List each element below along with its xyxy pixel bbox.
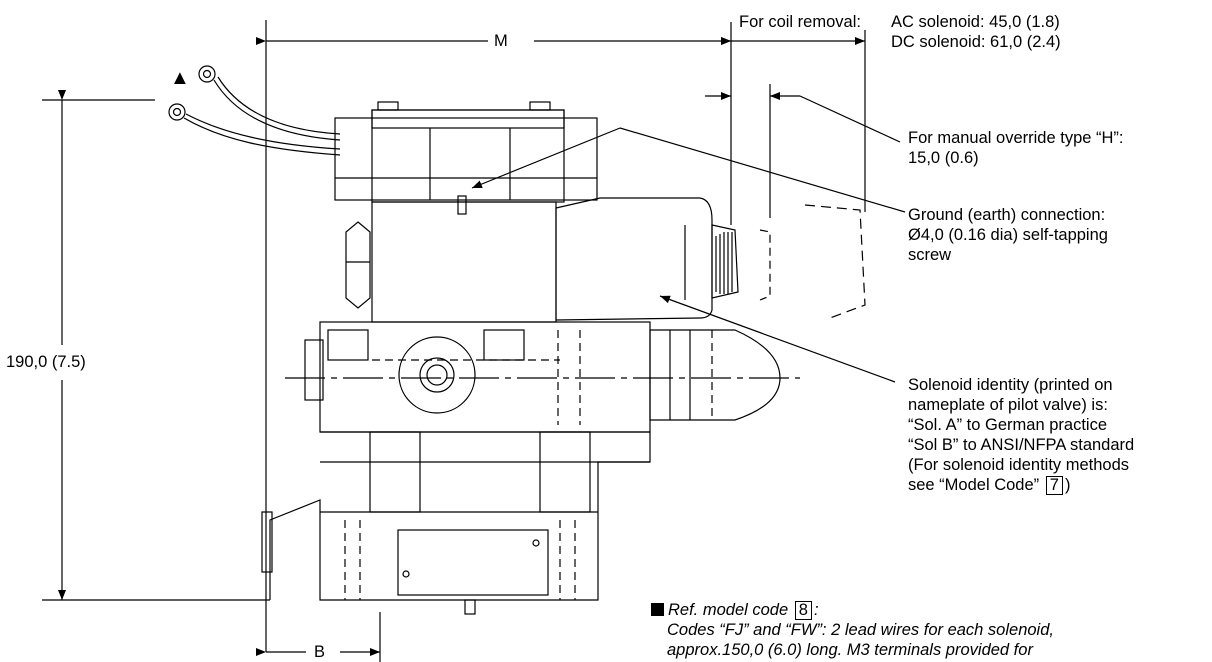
lead-wires <box>168 65 341 156</box>
valve-body-middle <box>285 321 800 433</box>
ground-connection-line1: Ground (earth) connection: <box>908 206 1106 224</box>
manual-override-line1: For manual override type “H”: <box>908 129 1124 147</box>
dimension-lines <box>42 20 866 662</box>
ground-connection-line2: Ø4,0 (0.16 dia) self-tapping <box>908 226 1108 244</box>
dimension-m-label: M <box>494 32 508 50</box>
leader-lines <box>471 95 906 383</box>
coil-removal-dc: DC solenoid: 61,0 (2.4) <box>891 33 1061 51</box>
ref-note-line2: Codes “FJ” and “FW”: 2 lead wires for ea… <box>667 621 1054 639</box>
ref-note-line1: Ref. model code 8: <box>651 600 819 620</box>
lead-wire-marker-icon: ▲ <box>170 67 190 89</box>
dimension-height-label: 190,0 (7.5) <box>6 352 86 372</box>
solenoid-identity-line5: (For solenoid identity methods <box>908 456 1130 474</box>
manual-override-line2: 15,0 (0.6) <box>908 149 979 167</box>
dimension-b-label: B <box>314 643 326 661</box>
square-bullet-icon <box>651 603 664 616</box>
ref-model-code-text: Ref. model code <box>668 601 789 619</box>
coil-removal-label: For coil removal: <box>739 13 861 31</box>
solenoid-identity-line2: nameplate of pilot valve) is: <box>908 396 1108 414</box>
ref-note-line3: approx.150,0 (6.0) long. M3 terminals pr… <box>667 641 1033 659</box>
model-code-ref-text: see “Model Code” <box>908 476 1040 494</box>
ground-connection-line3: screw <box>908 246 952 264</box>
coil-removal-ac: AC solenoid: 45,0 (1.8) <box>891 13 1060 31</box>
pilot-valve <box>334 101 598 323</box>
model-code-close-paren: ) <box>1064 476 1071 494</box>
valve-body-lower <box>261 431 651 615</box>
model-code-box-8: 8 <box>794 601 812 620</box>
solenoid-coil <box>555 197 866 321</box>
ref-note-colon: : <box>813 601 819 619</box>
solenoid-identity-line6: see “Model Code” 7) <box>908 475 1070 495</box>
model-code-box-7: 7 <box>1045 476 1063 495</box>
solenoid-identity-line3: “Sol. A” to German practice <box>908 416 1107 434</box>
solenoid-identity-line4: “Sol B” to ANSI/NFPA standard <box>908 436 1135 454</box>
solenoid-identity-line1: Solenoid identity (printed on <box>908 376 1113 394</box>
